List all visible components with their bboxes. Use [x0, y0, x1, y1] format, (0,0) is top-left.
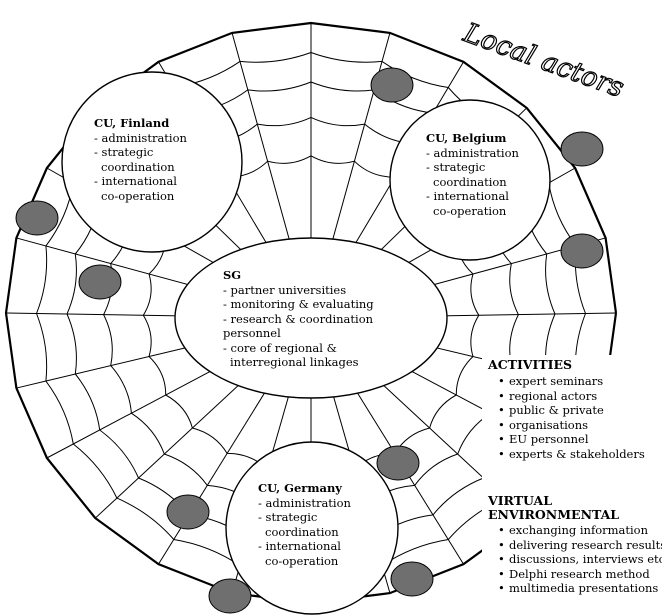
sg-node: SG partner universities monitoring & eva…: [223, 268, 374, 370]
finland-item: strategic: [94, 145, 187, 160]
activities-item: EU personnel: [498, 432, 645, 447]
virtual-title-line1: VIRTUAL: [488, 493, 553, 508]
virtual-item: delivering research results,: [498, 538, 662, 553]
germany-item: coordination: [265, 524, 339, 539]
sg-item: personnel: [223, 326, 281, 340]
activities-title: ACTIVITIES: [488, 357, 573, 372]
local-actor-node: [15, 200, 59, 236]
finland-item: coordination: [101, 159, 175, 174]
belgium-node: CU, Belgium administration strategic coo…: [426, 131, 519, 218]
activities-panel: ACTIVITIES expert seminars regional acto…: [488, 358, 645, 461]
sg-item: core of regional &: [223, 341, 374, 356]
sg-item: monitoring & evaluating: [223, 297, 374, 312]
local-actor-node: [560, 233, 604, 269]
finland-title: CU, Finland: [94, 116, 170, 130]
belgium-item: coordination: [433, 174, 507, 189]
virtual-item: exchanging information: [498, 523, 662, 538]
sg-item: research & coordination: [223, 312, 374, 327]
local-actor-node: [78, 264, 122, 300]
local-actor-node: [376, 445, 420, 481]
activities-item: organisations: [498, 418, 645, 433]
sg-item: interregional linkages: [230, 355, 359, 369]
belgium-item: strategic: [426, 160, 519, 175]
finland-node: CU, Finland administration strategic coo…: [94, 116, 187, 203]
activities-item: expert seminars: [498, 374, 645, 389]
local-actor-node: [166, 494, 210, 530]
web-rim: [4, 21, 618, 605]
virtual-panel: VIRTUAL ENVIRONMENTAL exchanging informa…: [488, 494, 662, 596]
finland-item: co-operation: [101, 188, 175, 203]
finland-item: administration: [94, 131, 187, 146]
belgium-item: international: [426, 189, 519, 204]
germany-node: CU, Germany administration strategic coo…: [258, 481, 351, 568]
local-actor-markers: [15, 67, 604, 614]
finland-circle: [61, 71, 243, 253]
local-actors-heading: Local actors: [459, 17, 628, 104]
outer-web-rim: [4, 21, 618, 605]
local-actor-node: [208, 578, 252, 614]
sg-title: SG: [223, 268, 242, 282]
activities-item: public & private: [498, 403, 645, 418]
belgium-item: administration: [426, 146, 519, 161]
virtual-item: Delphi research method: [498, 567, 662, 582]
germany-item: administration: [258, 496, 351, 511]
virtual-title-line2: ENVIRONMENTAL: [488, 507, 620, 522]
sg-item: partner universities: [223, 283, 374, 298]
germany-item: strategic: [258, 510, 351, 525]
activities-item: regional actors: [498, 389, 645, 404]
germany-item: international: [258, 539, 351, 554]
belgium-title: CU, Belgium: [426, 131, 507, 145]
belgium-item: co-operation: [433, 203, 507, 218]
belgium-circle: [389, 99, 551, 261]
germany-item: co-operation: [265, 553, 339, 568]
web-ring: [35, 51, 586, 576]
germany-circle: [225, 441, 399, 615]
germany-title: CU, Germany: [258, 481, 342, 495]
virtual-item: discussions, interviews etc: [498, 552, 662, 567]
virtual-item: multimedia presentations: [498, 581, 662, 596]
activities-item: experts & stakeholders: [498, 447, 645, 462]
finland-item: international: [94, 174, 187, 189]
local-actor-node: [370, 67, 414, 103]
node-circles: [61, 71, 551, 615]
local-actor-node: [390, 561, 434, 597]
local-actor-node: [560, 131, 604, 167]
